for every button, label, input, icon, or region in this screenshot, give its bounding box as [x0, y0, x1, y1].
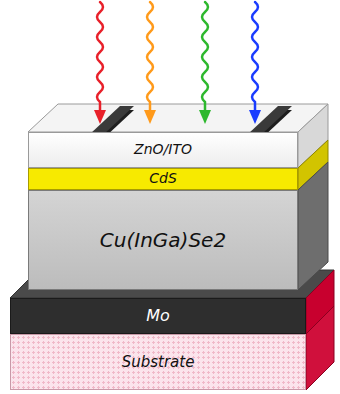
- layer-label: CdS: [149, 171, 177, 186]
- contact-finger-top: [90, 106, 134, 134]
- layer-label: ZnO/ITO: [134, 142, 192, 157]
- layer-label: Mo: [146, 307, 170, 325]
- contact-layer: Mo: [10, 298, 306, 334]
- ray-head: [249, 110, 261, 124]
- light-ray: [252, 2, 258, 112]
- window-layer: ZnO/ITO: [28, 132, 298, 168]
- light-ray: [202, 2, 208, 112]
- light-ray: [97, 2, 103, 112]
- cigs-side-face: [298, 162, 328, 290]
- contact-finger-top: [248, 106, 292, 134]
- absorber-layer: Cu(InGa)Se2: [28, 190, 298, 290]
- ray-head: [199, 110, 211, 124]
- substrate-layer: Substrate: [10, 334, 306, 390]
- light-ray: [147, 2, 153, 112]
- buffer-layer: CdS: [28, 168, 298, 190]
- layer-label: Cu(InGa)Se2: [100, 229, 226, 251]
- ray-head: [144, 110, 156, 124]
- substrate-side-face: [306, 306, 334, 390]
- layer-label: Substrate: [122, 354, 195, 371]
- ray-head: [94, 110, 106, 124]
